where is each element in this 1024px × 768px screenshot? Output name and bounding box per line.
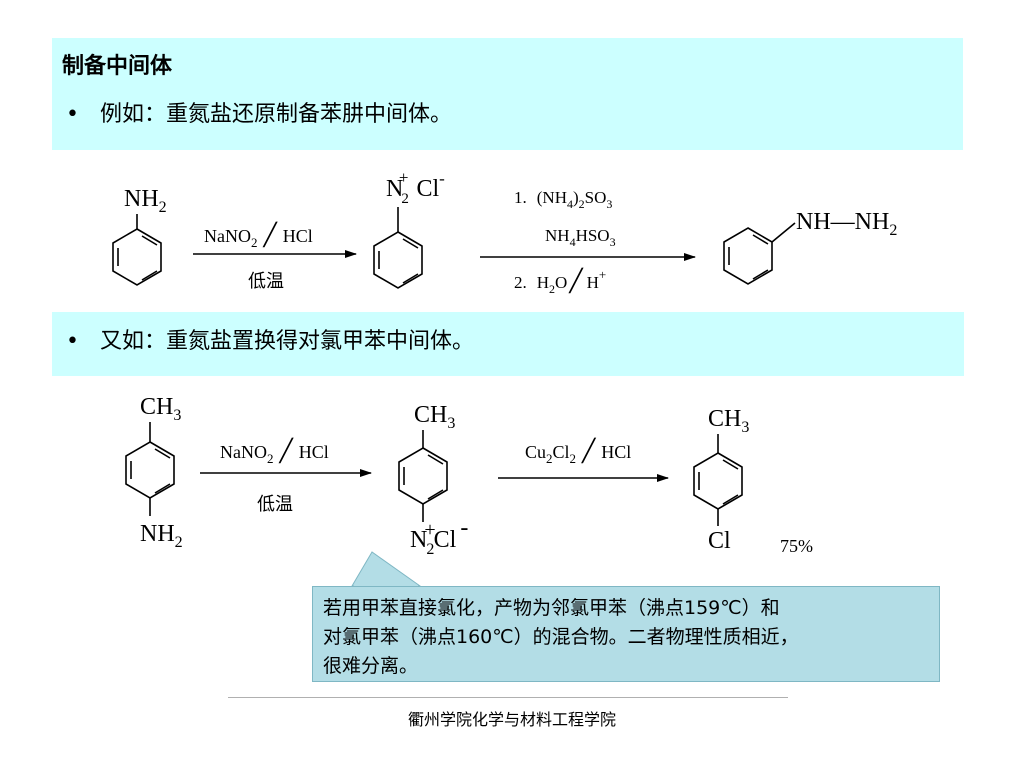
methyl-group-label: CH3 bbox=[140, 394, 181, 424]
amino-group-label: NH2 bbox=[124, 186, 167, 216]
reagent-label: NH4HSO3 bbox=[545, 226, 616, 249]
yield-label: 75% bbox=[780, 536, 813, 556]
callout-line: 对氯甲苯（沸点160℃）的混合物。二者物理性质相近， bbox=[323, 626, 799, 648]
benzene-ring bbox=[112, 214, 162, 286]
footer-divider bbox=[228, 697, 788, 698]
bullet-marker: • bbox=[66, 102, 79, 127]
reagent-label: 2.H2O╱H+ bbox=[514, 267, 606, 296]
bullet-example-2: • 又如：重氮盐置换得对氯甲苯中间体。 bbox=[66, 323, 474, 355]
reaction-scheme-1: NH2 NaNO2╱HCl 低温 N2+Cl- 1.(NH4)2SO3 NH4H… bbox=[112, 168, 897, 296]
benzene-ring bbox=[693, 434, 743, 526]
methyl-group-label: CH3 bbox=[708, 406, 749, 436]
chloro-group-label: Cl bbox=[708, 528, 731, 554]
benzene-ring bbox=[373, 207, 423, 289]
diazonium-label: N2+Cl- bbox=[386, 168, 445, 207]
condition-label: 低温 bbox=[257, 494, 293, 514]
reagent-label: Cu2Cl2╱HCl bbox=[525, 437, 631, 466]
callout-line: 若用甲苯直接氯化，产物为邻氯甲苯（沸点159℃）和 bbox=[323, 597, 780, 619]
second-example-panel bbox=[52, 312, 964, 376]
callout-note: 若用甲苯直接氯化，产物为邻氯甲苯（沸点159℃）和 对氯甲苯（沸点160℃）的混… bbox=[312, 586, 940, 682]
reaction-scheme-2: CH3 NH2 NaNO2╱HCl 低温 CH3 N2+Cl- Cu2Cl2╱H… bbox=[125, 394, 813, 558]
callout-line: 很难分离。 bbox=[323, 655, 419, 677]
reagent-label: 1.(NH4)2SO3 bbox=[514, 188, 612, 211]
bullet-text: 例如：重氮盐还原制备苯肼中间体。 bbox=[100, 102, 453, 127]
benzene-ring bbox=[125, 422, 175, 516]
reagent-label: NaNO2╱HCl bbox=[220, 437, 329, 466]
bullet-example-1: • 例如：重氮盐还原制备苯肼中间体。 bbox=[66, 96, 452, 128]
header-panel bbox=[52, 38, 963, 150]
bullet-marker: • bbox=[66, 329, 79, 354]
slide-heading: 制备中间体 bbox=[62, 54, 173, 79]
hydrazine-label: NH—NH2 bbox=[796, 209, 897, 239]
diazonium-label: N2+Cl- bbox=[410, 515, 468, 558]
footer-institution: 衢州学院化学与材料工程学院 bbox=[407, 710, 616, 729]
amino-group-label: NH2 bbox=[140, 521, 183, 551]
reagent-label: NaNO2╱HCl bbox=[204, 221, 313, 250]
methyl-group-label: CH3 bbox=[414, 402, 455, 432]
benzene-ring bbox=[398, 430, 448, 522]
benzene-ring bbox=[723, 222, 796, 285]
bullet-text: 又如：重氮盐置换得对氯甲苯中间体。 bbox=[100, 329, 475, 354]
condition-label: 低温 bbox=[248, 271, 284, 291]
